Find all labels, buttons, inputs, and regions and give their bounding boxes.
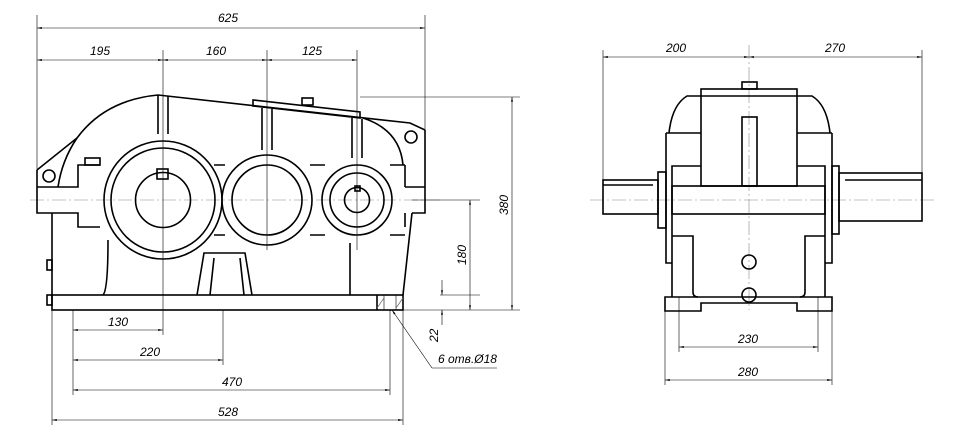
dim-center-2: 160 <box>206 44 226 58</box>
dim-base-width: 280 <box>737 365 758 379</box>
cover-dome <box>668 95 831 134</box>
side-view: 200 270 230 280 <box>590 41 935 385</box>
dim-bolt-2: 220 <box>139 345 160 359</box>
breather <box>741 81 758 90</box>
dim-shaft-right: 270 <box>824 41 845 55</box>
dim-center-1: 195 <box>90 44 110 58</box>
boss-joints <box>214 164 405 236</box>
lug-hole <box>404 130 418 144</box>
cover-ribs <box>157 95 363 158</box>
oil-plug <box>741 287 757 303</box>
bolt-hole-section <box>376 295 404 310</box>
rib-slot <box>741 116 758 187</box>
drain-plug <box>741 254 757 270</box>
front-view: 625 195 160 125 380 180 22 6 отв.Ø18 130… <box>30 11 520 425</box>
side-base <box>664 296 833 312</box>
dim-height: 380 <box>497 195 511 215</box>
lug-hole <box>42 169 56 183</box>
housing-sides <box>665 132 833 264</box>
bearing-cap-left <box>657 171 667 229</box>
support-rib <box>196 252 253 296</box>
lower-housing <box>51 212 413 296</box>
input-shaft-bore <box>343 186 371 214</box>
output-shaft-bore <box>134 171 192 229</box>
inspection-cover <box>252 99 361 119</box>
small-boss <box>321 164 393 236</box>
drain-plug <box>46 294 53 306</box>
dim-bolt-3: 470 <box>222 375 242 389</box>
base-plate <box>51 294 404 311</box>
mid-bearing-cap <box>231 164 303 236</box>
hole-note: 6 отв.Ø18 <box>438 352 497 366</box>
keyway <box>156 168 169 180</box>
dim-overall-length: 625 <box>218 11 238 25</box>
dim-base-length: 528 <box>218 405 238 419</box>
dim-shaft-left: 200 <box>665 41 686 55</box>
shaft-band <box>671 185 826 215</box>
dim-bolt-span: 230 <box>737 332 758 346</box>
lifting-lug-left <box>36 137 78 188</box>
dim-axis-height: 180 <box>455 245 469 265</box>
dim-bolt-1: 130 <box>108 315 128 329</box>
input-shaft <box>838 172 923 222</box>
dim-center-3: 125 <box>302 44 322 58</box>
mid-boss <box>221 154 313 246</box>
bolt-head <box>84 157 101 166</box>
keyway <box>354 185 361 192</box>
oil-plug <box>46 259 53 271</box>
housing-body <box>671 165 826 297</box>
housing-flange <box>36 130 426 228</box>
small-bearing-cap <box>329 172 385 228</box>
dim-base-thickness: 22 <box>427 328 441 343</box>
breather <box>301 97 314 106</box>
big-bearing-cap <box>110 147 216 253</box>
